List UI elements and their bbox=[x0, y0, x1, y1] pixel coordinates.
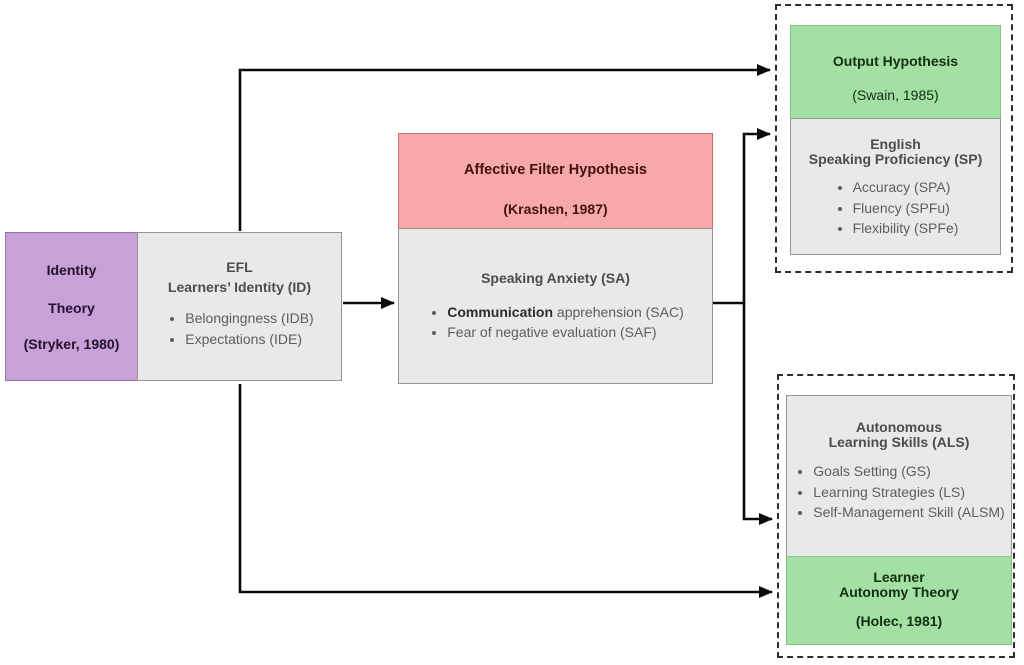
sa-bullet-fear-negative-evaluation: Fear of negative evaluation (SAF) bbox=[447, 323, 684, 342]
identity-theory-title-line2: Theory bbox=[48, 299, 95, 316]
sp-bullet-flexibility: Flexibility (SPFe) bbox=[853, 219, 959, 238]
efl-title-line2: Learners’ Identity (ID) bbox=[167, 278, 312, 295]
sp-bullet-fluency: Fluency (SPFu) bbox=[853, 199, 959, 218]
identity-theory-box: Identity Theory (Stryker, 1980) bbox=[5, 232, 138, 381]
arrow-branch-to-speaking-proficiency bbox=[742, 128, 771, 304]
learner-autonomy-citation: (Holec, 1981) bbox=[855, 613, 943, 630]
output-hypothesis-title: Output Hypothesis bbox=[832, 53, 959, 69]
sa-bullet-communication-apprehension: Communication apprehension (SAC) bbox=[447, 303, 684, 322]
speaking-proficiency-title-line1: English bbox=[870, 136, 921, 152]
als-bullet-goals-setting: Goals Setting (GS) bbox=[813, 462, 1004, 481]
als-title-line1: Autonomous bbox=[855, 419, 943, 435]
speaking-proficiency-title-line2: Speaking Proficiency (SP) bbox=[808, 150, 983, 167]
affective-filter-hypothesis-box: Affective Filter Hypothesis (Krashen, 19… bbox=[398, 133, 713, 229]
efl-bullet-list: Belongingness (IDB) Expectations (IDE) bbox=[165, 308, 313, 350]
speaking-anxiety-bullet-list: Communication apprehension (SAC) Fear of… bbox=[427, 302, 684, 344]
speaking-proficiency-bullet-list: Accuracy (SPA) Fluency (SPFu) Flexibilit… bbox=[833, 177, 959, 239]
arrow-branch-to-autonomous-learning-skills bbox=[742, 302, 773, 525]
learner-autonomy-theory-box: Learner Autonomy Theory (Holec, 1981) bbox=[786, 556, 1012, 645]
output-group-container: Output Hypothesis (Swain, 1985) English … bbox=[775, 4, 1013, 273]
speaking-proficiency-box: English Speaking Proficiency (SP) Accura… bbox=[790, 118, 1001, 255]
als-title-line2: Learning Skills (ALS) bbox=[828, 433, 970, 450]
arrow-efl-to-learner-autonomy-theory bbox=[238, 384, 773, 598]
autonomy-group-container: Autonomous Learning Skills (ALS) Goals S… bbox=[777, 374, 1015, 658]
affective-filter-title: Affective Filter Hypothesis bbox=[464, 162, 647, 178]
als-bullet-self-management: Self-Management Skill (ALSM) bbox=[813, 503, 1004, 522]
learner-autonomy-title-line2: Autonomy Theory bbox=[839, 583, 959, 600]
efl-bullet-belongingness: Belongingness (IDB) bbox=[185, 309, 313, 328]
speaking-anxiety-box: Speaking Anxiety (SA) Communication appr… bbox=[398, 228, 713, 384]
identity-theory-title-line1: Identity bbox=[46, 261, 97, 278]
als-bullet-list: Goals Setting (GS) Learning Strategies (… bbox=[793, 461, 1004, 523]
sa-bullet-communication-rest: apprehension (SAC) bbox=[553, 303, 684, 320]
output-hypothesis-citation: (Swain, 1985) bbox=[852, 86, 939, 103]
output-hypothesis-box: Output Hypothesis (Swain, 1985) bbox=[790, 25, 1001, 119]
sa-bullet-communication-lead: Communication bbox=[447, 303, 554, 320]
autonomous-learning-skills-box: Autonomous Learning Skills (ALS) Goals S… bbox=[786, 395, 1012, 557]
als-bullet-learning-strategies: Learning Strategies (LS) bbox=[813, 483, 1004, 502]
sp-bullet-accuracy: Accuracy (SPA) bbox=[853, 178, 959, 197]
learner-autonomy-title-line1: Learner bbox=[873, 569, 925, 585]
efl-learners-identity-box: EFL Learners’ Identity (ID) Belongingnes… bbox=[137, 232, 342, 381]
identity-theory-citation: (Stryker, 1980) bbox=[23, 336, 120, 353]
affective-filter-citation: (Krashen, 1987) bbox=[503, 201, 608, 218]
efl-bullet-expectations: Expectations (IDE) bbox=[185, 330, 313, 349]
speaking-anxiety-title: Speaking Anxiety (SA) bbox=[481, 270, 630, 286]
efl-title-line1: EFL bbox=[226, 259, 253, 275]
